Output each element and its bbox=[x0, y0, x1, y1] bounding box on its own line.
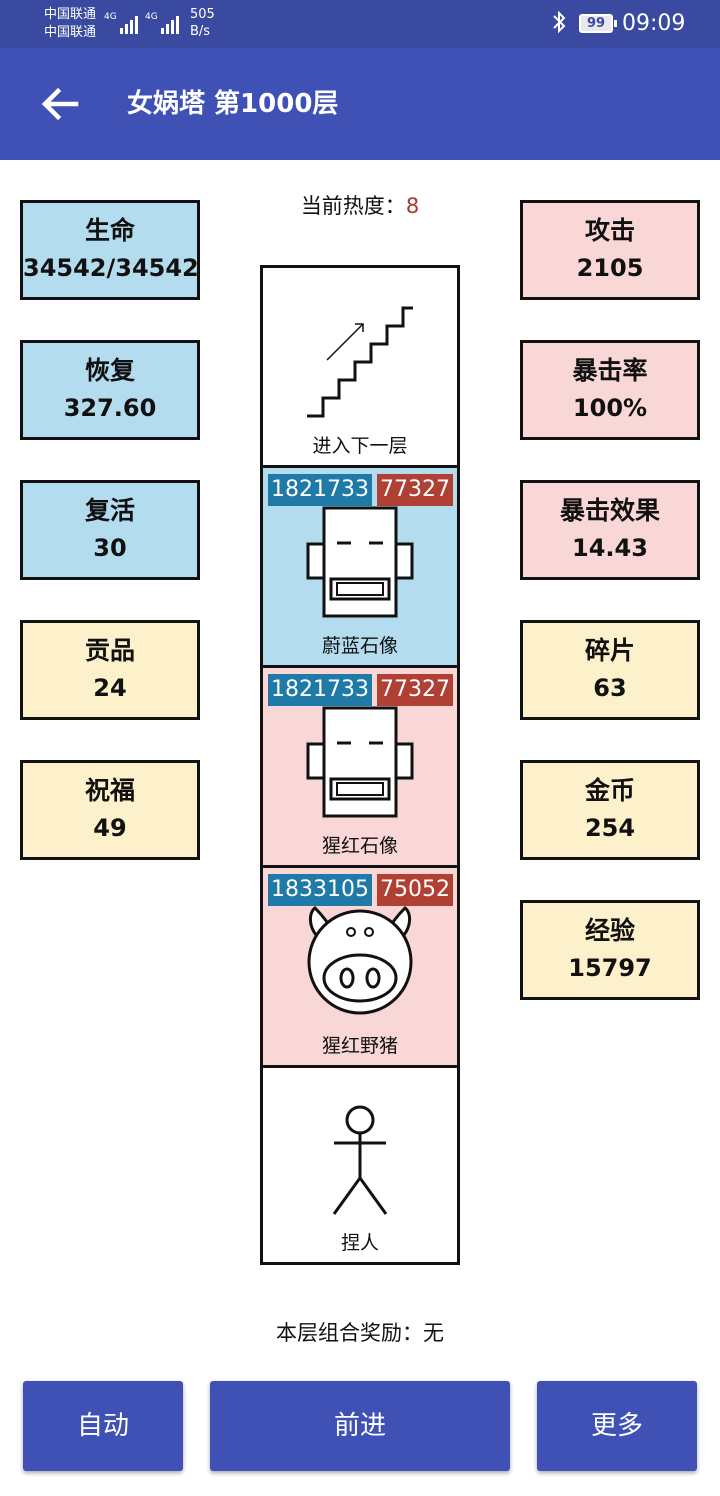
network-speed: 505 B/s bbox=[190, 7, 215, 39]
stone-statue-icon bbox=[306, 506, 414, 618]
tower-cell-next-floor[interactable]: 进入下一层 bbox=[263, 268, 457, 465]
cell-label: 捏人 bbox=[340, 1232, 379, 1254]
forward-button[interactable]: 前进 bbox=[210, 1381, 510, 1471]
status-bar: 中国联通 中国联通 4G 4G 505 B/s 99 09:09 bbox=[0, 0, 720, 48]
auto-button[interactable]: 自动 bbox=[23, 1381, 183, 1471]
enemy-attack-badge: 77327 bbox=[377, 474, 453, 506]
carrier-names: 中国联通 中国联通 bbox=[44, 6, 96, 42]
clock: 09:09 bbox=[622, 11, 686, 36]
signal-icon: 4G bbox=[104, 12, 138, 34]
reward-value: 无 bbox=[423, 1321, 444, 1345]
more-button[interactable]: 更多 bbox=[537, 1381, 697, 1471]
cell-label: 蔚蓝石像 bbox=[321, 635, 398, 657]
cell-label: 猩红石像 bbox=[321, 835, 398, 857]
reward-label: 本层组合奖励： bbox=[276, 1321, 423, 1345]
carrier-1: 中国联通 bbox=[44, 7, 97, 22]
bluetooth-icon bbox=[551, 10, 567, 41]
heat-indicator: 当前热度：8 bbox=[260, 190, 460, 222]
app-bar: 女娲塔 第1000层 bbox=[0, 48, 720, 160]
boar-icon bbox=[307, 906, 413, 1015]
floor-reward: 本层组合奖励：无 bbox=[200, 1317, 520, 1349]
tower-cell-player[interactable]: 捏人 bbox=[263, 1065, 457, 1262]
enemy-hp-badge: 1821733 bbox=[268, 674, 372, 706]
tower-cell-azure-statue[interactable]: 1821733 77327 蔚蓝石像 bbox=[263, 465, 457, 665]
arrow-left-icon[interactable] bbox=[40, 86, 80, 122]
carrier-2: 中国联通 bbox=[44, 25, 97, 40]
enemy-attack-badge: 75052 bbox=[377, 874, 453, 906]
heat-value: 8 bbox=[405, 194, 420, 218]
stairs-icon bbox=[307, 306, 413, 418]
enemy-attack-badge: 77327 bbox=[377, 674, 453, 706]
cell-label: 猩红野猪 bbox=[321, 1035, 398, 1057]
enemy-hp-badge: 1833105 bbox=[268, 874, 372, 906]
battery-icon: 99 bbox=[579, 14, 617, 33]
tower-cell-crimson-statue[interactable]: 1821733 77327 猩红石像 bbox=[263, 665, 457, 865]
tower-cell-crimson-boar[interactable]: 1833105 75052 猩红野猪 bbox=[263, 865, 457, 1065]
heat-label: 当前热度： bbox=[300, 194, 406, 218]
enemy-hp-badge: 1821733 bbox=[268, 474, 372, 506]
cell-label: 进入下一层 bbox=[312, 435, 408, 457]
tower-column: 进入下一层 1821733 77327 蔚蓝石像 1821733 77327 猩… bbox=[260, 265, 460, 1265]
page-title: 女娲塔 第1000层 bbox=[127, 89, 339, 119]
signal-icon: 4G bbox=[145, 12, 179, 34]
stone-statue-icon bbox=[306, 706, 414, 818]
stick-figure-icon bbox=[332, 1105, 388, 1215]
